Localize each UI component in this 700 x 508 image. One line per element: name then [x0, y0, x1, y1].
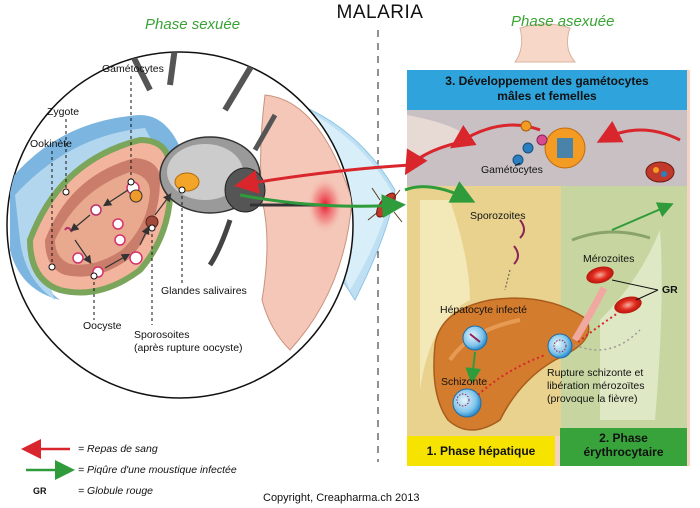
box3-line1: 3. Développement des gamétocytes [445, 74, 649, 88]
label-zygote: Zygote [47, 106, 80, 118]
label-gametocytes-human: Gamétocytes [481, 164, 543, 176]
label-salivary-glands: Glandes salivaires [161, 285, 247, 297]
leader-lines [48, 76, 186, 325]
liver-stage [452, 219, 573, 418]
label-rupture: Rupture schizonte et libération mérozoït… [547, 367, 644, 406]
phase-asexual-heading: Phase asexuée [511, 13, 615, 30]
label-sporozoites-line1: Sporosoites [134, 329, 190, 341]
legend-infected-bite: = Piqûre d'une moustique infectée [78, 464, 237, 476]
box3-line2: mâles et femelles [497, 89, 597, 103]
sporozoite-entry-arrow [404, 181, 476, 203]
box-gametocyte-development: 3. Développement des gamétocytes mâles e… [407, 70, 687, 110]
label-gr: GR [662, 284, 678, 296]
ruptured-schizont [547, 333, 573, 359]
erythrocytic-stage [571, 202, 674, 351]
label-ookinete: Ookinète [30, 138, 73, 150]
legend-gr-symbol: GR [33, 486, 47, 496]
box-hepatic-phase: 1. Phase hépatique [407, 436, 555, 466]
legend-graphics [21, 439, 75, 480]
diagram-title: MALARIA [336, 2, 424, 23]
box2-line2: érythrocytaire [583, 445, 664, 460]
gametocyte-cells [512, 120, 675, 183]
rupture-line3: (provoque la fièvre) [547, 393, 638, 406]
label-oocyst: Oocyste [83, 320, 122, 332]
salivary-gland [174, 172, 200, 192]
schizont-cell [452, 388, 482, 418]
label-sporozoites-human: Sporozoites [470, 210, 526, 222]
label-sporozoites-line2: (après rupture oocyste) [134, 342, 243, 355]
rupture-line1: Rupture schizonte et [547, 367, 644, 379]
box-erythrocytic-phase: 2. Phase érythrocytaire [560, 428, 687, 466]
label-gametocytes-mosquito: Gamétocytes [102, 63, 164, 75]
infected-bite-arrow [239, 193, 406, 219]
blood-meal-arrow [234, 163, 411, 194]
legend-blood-meal: = Repas de sang [78, 443, 158, 455]
label-merozoites: Mérozoites [583, 253, 635, 265]
box2-line1: 2. Phase [599, 431, 648, 445]
copyright-text: Copyright, Creapharma.ch 2013 [263, 492, 420, 504]
label-infected-hepatocyte: Hépatocyte infecté [440, 304, 527, 316]
label-schizont: Schizonte [441, 376, 488, 388]
mosquito-zoom-circle [6, 51, 354, 399]
legend-red-blood-cell: = Globule rouge [78, 485, 154, 497]
phase-sexual-heading: Phase sexuée [145, 16, 241, 33]
label-sporozoites-mosquito: Sporosoites (après rupture oocyste) [134, 329, 243, 355]
rupture-line2: libération mérozoïtes [547, 380, 645, 393]
